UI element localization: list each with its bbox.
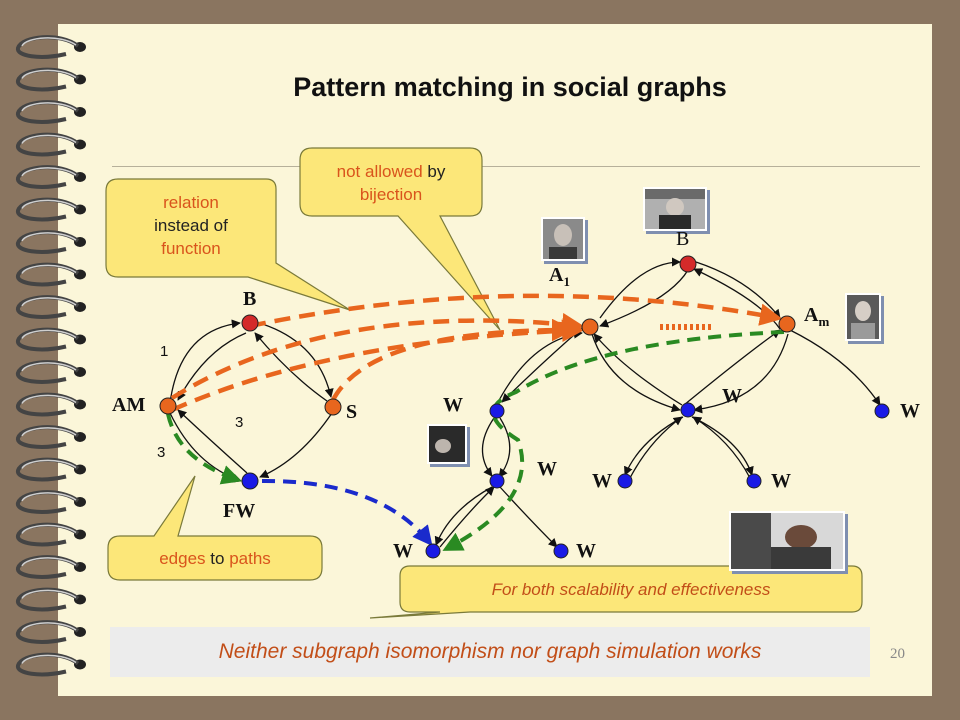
spiral-ring-icon xyxy=(16,522,86,547)
spiral-ring-icon xyxy=(16,360,86,384)
pattern-nodes xyxy=(159,314,342,490)
person-photo-am-icon xyxy=(845,293,881,341)
spiral-ring-icon xyxy=(16,295,86,319)
map-am-to-a1-lower xyxy=(171,319,585,413)
node-am xyxy=(778,315,796,333)
node-label-w-left: W xyxy=(443,394,463,416)
callout-relation-line2: instead of xyxy=(154,216,228,235)
pattern-label-b: B xyxy=(243,288,257,310)
map-fw-to-w xyxy=(261,478,433,547)
map-s-to-a1 xyxy=(331,318,575,402)
node-b xyxy=(679,255,697,273)
callout-relation-line1: relation xyxy=(163,193,219,212)
node-w-leaf2 xyxy=(746,473,762,489)
callout-edges: edges to paths xyxy=(108,547,322,570)
pattern-label-s: S xyxy=(346,401,358,423)
spiral-ring-icon xyxy=(16,100,86,124)
callout-relation-line3: function xyxy=(161,239,221,258)
pattern-node-b xyxy=(241,314,259,332)
data-graph-nodes xyxy=(425,255,890,559)
title-divider xyxy=(112,166,920,167)
slide-title: Pattern matching in social graphs xyxy=(293,72,727,102)
node-label-w-leaf2: W xyxy=(771,470,791,492)
spiral-binding-icon xyxy=(16,35,86,677)
spiral-ring-icon xyxy=(16,620,86,644)
page-number: 20 xyxy=(890,646,905,662)
node-w-leaf3 xyxy=(425,543,441,559)
map-b-to-am xyxy=(249,293,783,329)
callout-edges-part3: paths xyxy=(229,549,271,568)
edge-label-am-b: 1 xyxy=(160,343,169,360)
spiral-ring-icon xyxy=(16,262,86,287)
node-label-am-main: A xyxy=(804,304,819,326)
node-label-b: B xyxy=(676,228,690,250)
spiral-ring-icon xyxy=(16,490,86,514)
spiral-ring-icon xyxy=(16,652,86,677)
node-label-a1-sub: 1 xyxy=(563,274,570,289)
bottom-note-box xyxy=(110,627,870,677)
node-label-am-sub: m xyxy=(818,314,830,329)
callout-edges-part1: edges xyxy=(159,549,206,568)
node-label-w-leaf4: W xyxy=(576,540,596,562)
pattern-label-fw: FW xyxy=(223,500,256,522)
spiral-ring-icon xyxy=(16,392,86,417)
node-label-w-right: W xyxy=(900,400,920,422)
spiral-ring-icon xyxy=(16,425,86,449)
callout-scalability-balloon xyxy=(369,565,863,619)
spiral-ring-icon xyxy=(16,230,86,254)
spiral-ring-icon xyxy=(16,457,86,482)
map-am-fw-path xyxy=(166,413,242,485)
spiral-ring-icon xyxy=(16,67,86,92)
callout-relation: relation instead of function xyxy=(106,191,276,260)
person-photo-b-icon xyxy=(643,187,707,231)
node-w-center xyxy=(680,402,696,418)
node-label-a1-main: A xyxy=(549,264,564,286)
callout-scalability: For both scalability and effectiveness xyxy=(491,580,771,599)
person-photo-a1-icon xyxy=(541,217,585,261)
callout-relation-balloon xyxy=(105,178,351,311)
node-label-am: Am xyxy=(804,304,829,330)
spiral-ring-icon xyxy=(16,132,86,157)
callout-bijection-part3: bijection xyxy=(359,185,423,204)
person-photo-w-icon xyxy=(427,424,467,464)
person-photo-group-icon xyxy=(729,511,845,571)
pattern-node-am xyxy=(159,397,177,415)
spiral-ring-icon xyxy=(16,197,86,222)
node-label-w-leaf1: W xyxy=(592,470,612,492)
edge-label-s-am: 3 xyxy=(235,414,244,431)
edge-label-am-fw: 3 xyxy=(157,444,166,461)
node-w-right xyxy=(874,403,890,419)
map-am-to-a1-upper xyxy=(170,312,585,400)
node-w-left xyxy=(489,403,505,419)
pattern-node-fw xyxy=(241,472,259,490)
spiral-ring-icon xyxy=(16,327,86,352)
spiral-ring-icon xyxy=(16,587,86,612)
mapping-lines xyxy=(166,293,785,551)
node-w-leaf4 xyxy=(553,543,569,559)
callout-edges-part2: to xyxy=(210,549,225,568)
node-label-w-mid: W xyxy=(537,458,557,480)
node-label-w-center: W xyxy=(722,385,742,407)
callout-bijection: not allowed by bijection xyxy=(300,160,482,206)
spiral-ring-icon xyxy=(16,35,86,59)
node-label-a1: A1 xyxy=(549,264,570,290)
node-a1 xyxy=(581,318,599,336)
pattern-label-am: AM xyxy=(112,394,146,416)
node-w-leaf1 xyxy=(617,473,633,489)
node-label-w-leaf3: W xyxy=(393,540,413,562)
callout-bijection-balloon xyxy=(299,147,501,331)
callout-bijection-part2: by xyxy=(427,162,446,181)
callout-bijection-part1: not allowed xyxy=(336,162,423,181)
pattern-node-s xyxy=(324,398,342,416)
bottom-note: Neither subgraph isomorphism nor graph s… xyxy=(218,640,762,663)
callout-edges-balloon xyxy=(107,475,323,581)
spiral-ring-icon xyxy=(16,165,86,189)
node-w-mid xyxy=(489,473,505,489)
spiral-ring-icon xyxy=(16,555,86,579)
